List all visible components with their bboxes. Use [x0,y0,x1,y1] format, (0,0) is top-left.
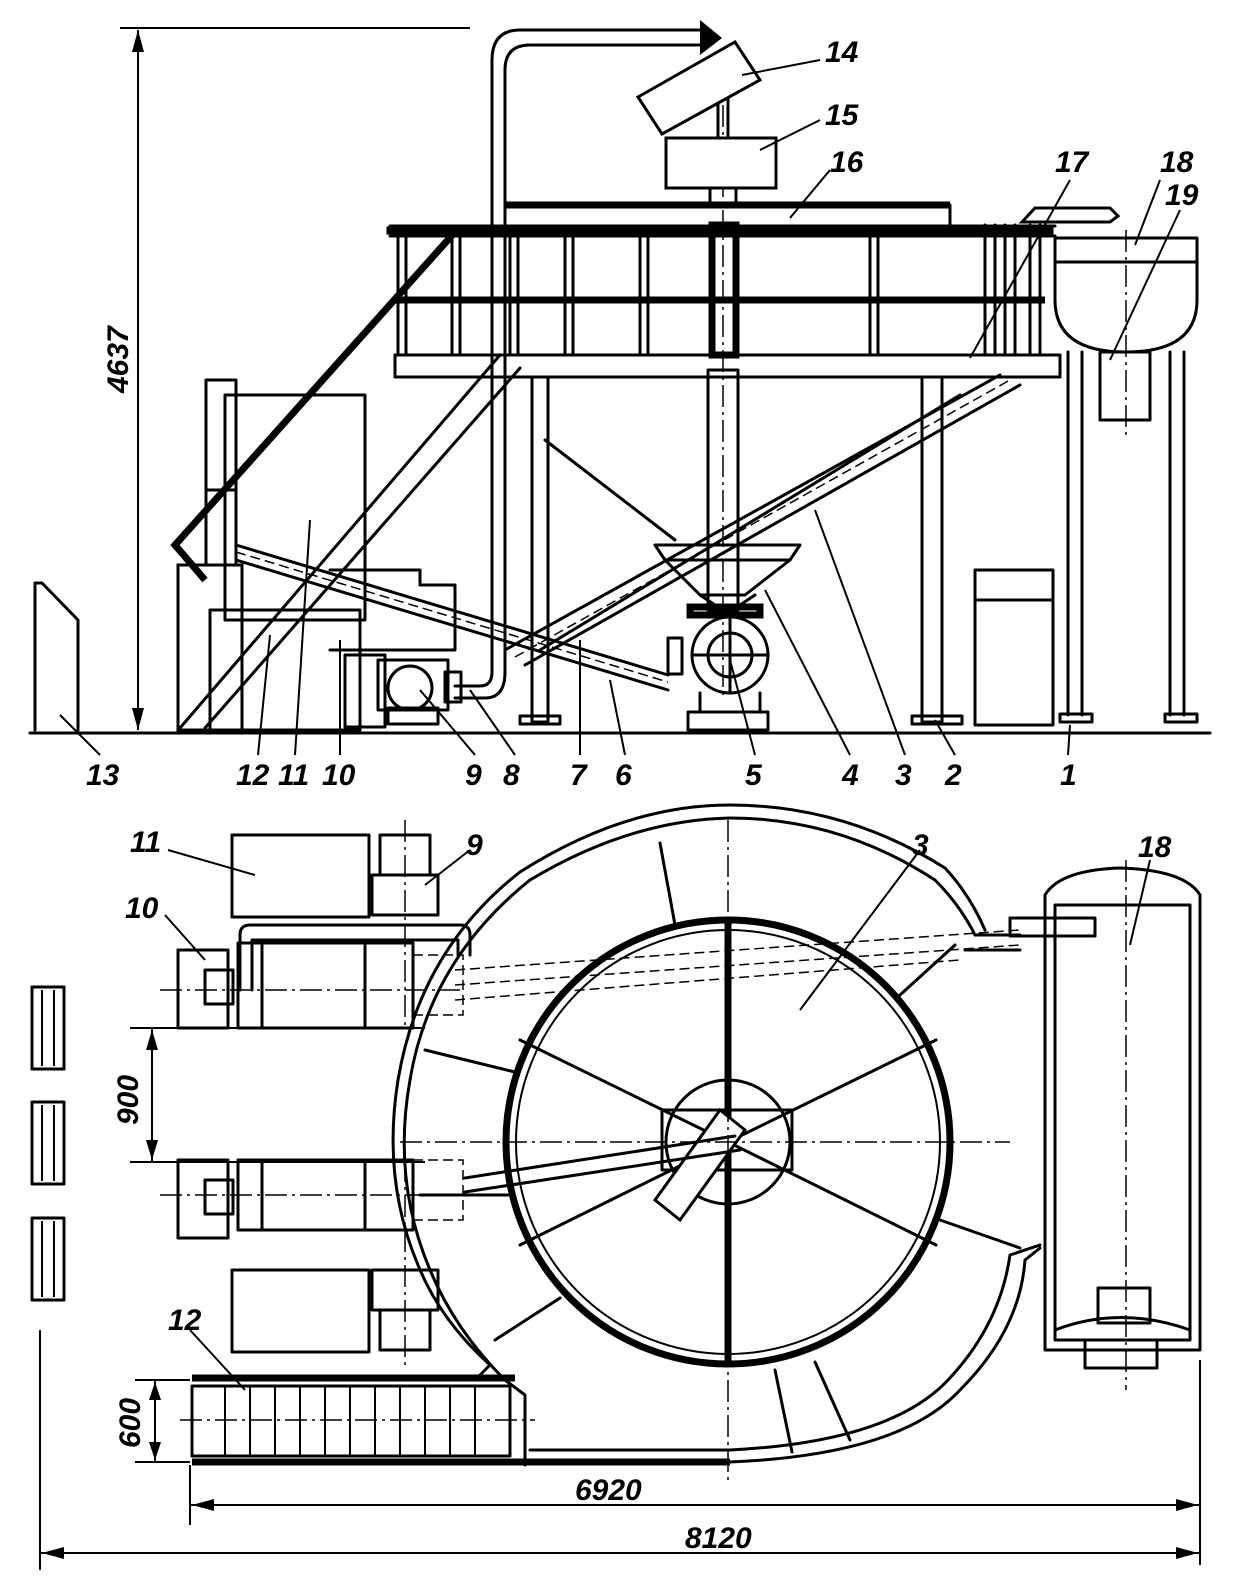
dimension-height: 4637 [102,325,135,394]
feed-conveyor [170,229,522,730]
frame-legs [518,375,964,726]
callout-1: 1 [1060,759,1077,792]
nozzle-14 [635,40,763,136]
callout-16: 16 [830,146,864,179]
callout-15: 15 [825,99,860,132]
plate-13 [33,581,80,732]
drive-15 [664,136,778,190]
platform-16 [386,201,1121,379]
motor-9-plan [370,820,440,1370]
callout-11: 11 [278,759,309,792]
elevation-view [28,20,1212,735]
tank-18-plan [1008,860,1202,1390]
plan-callout-3: 3 [912,829,929,862]
blower-11-bottom [230,1268,371,1354]
plan-callout-9: 9 [466,829,483,862]
callout-6: 6 [615,759,632,792]
plan-callout-18: 18 [1138,831,1172,864]
callout-2: 2 [944,759,962,792]
bay-dimension [135,1379,190,1463]
central-shaft [635,40,778,700]
tank-18 [1053,230,1199,724]
callout-3: 3 [895,759,912,792]
dimension-gap: 900 [112,1075,145,1125]
left-column [176,378,367,732]
callout-13: 13 [86,759,120,792]
callout-7: 7 [570,759,588,792]
plan-callout-12: 12 [168,1304,202,1337]
pump-assemblies [160,923,472,1240]
plan-callouts: 3 9 10 11 12 18 900 600 6920 8120 [112,826,1172,1555]
side-boxes [30,985,66,1302]
elevation-callouts: 1 2 3 4 5 6 7 8 9 10 11 12 13 14 15 16 1… [86,36,1199,792]
control-cabinet [973,568,1055,727]
plan-view [30,803,1202,1570]
callout-18: 18 [1160,146,1194,179]
blower-unit [328,568,457,729]
hopper-pump [543,438,802,732]
dimension-bay: 600 [114,1398,147,1448]
motor-9 [376,658,463,726]
length-dimensions [39,1330,1201,1570]
inclined-tray [234,373,1022,692]
callout-8: 8 [503,759,520,792]
callout-9: 9 [465,759,482,792]
bay-12 [180,1374,730,1466]
callout-12: 12 [236,759,270,792]
blower-11-top [230,833,371,919]
thickener-plan-3 [391,803,1042,1480]
callout-14: 14 [825,36,859,69]
gap-dimension [130,1027,425,1163]
callout-19: 19 [1165,179,1199,212]
callout-4: 4 [841,759,859,792]
plan-leaders [164,849,1151,1391]
height-dimension [120,27,470,730]
plan-callout-10: 10 [125,892,159,925]
dimension-inner-length: 6920 [575,1474,642,1507]
callout-5: 5 [745,759,763,792]
elevation-leaders [59,59,1181,756]
plan-callout-11: 11 [130,826,161,859]
callout-17: 17 [1055,146,1090,179]
callout-10: 10 [322,759,356,792]
dimension-overall-length: 8120 [685,1522,752,1555]
